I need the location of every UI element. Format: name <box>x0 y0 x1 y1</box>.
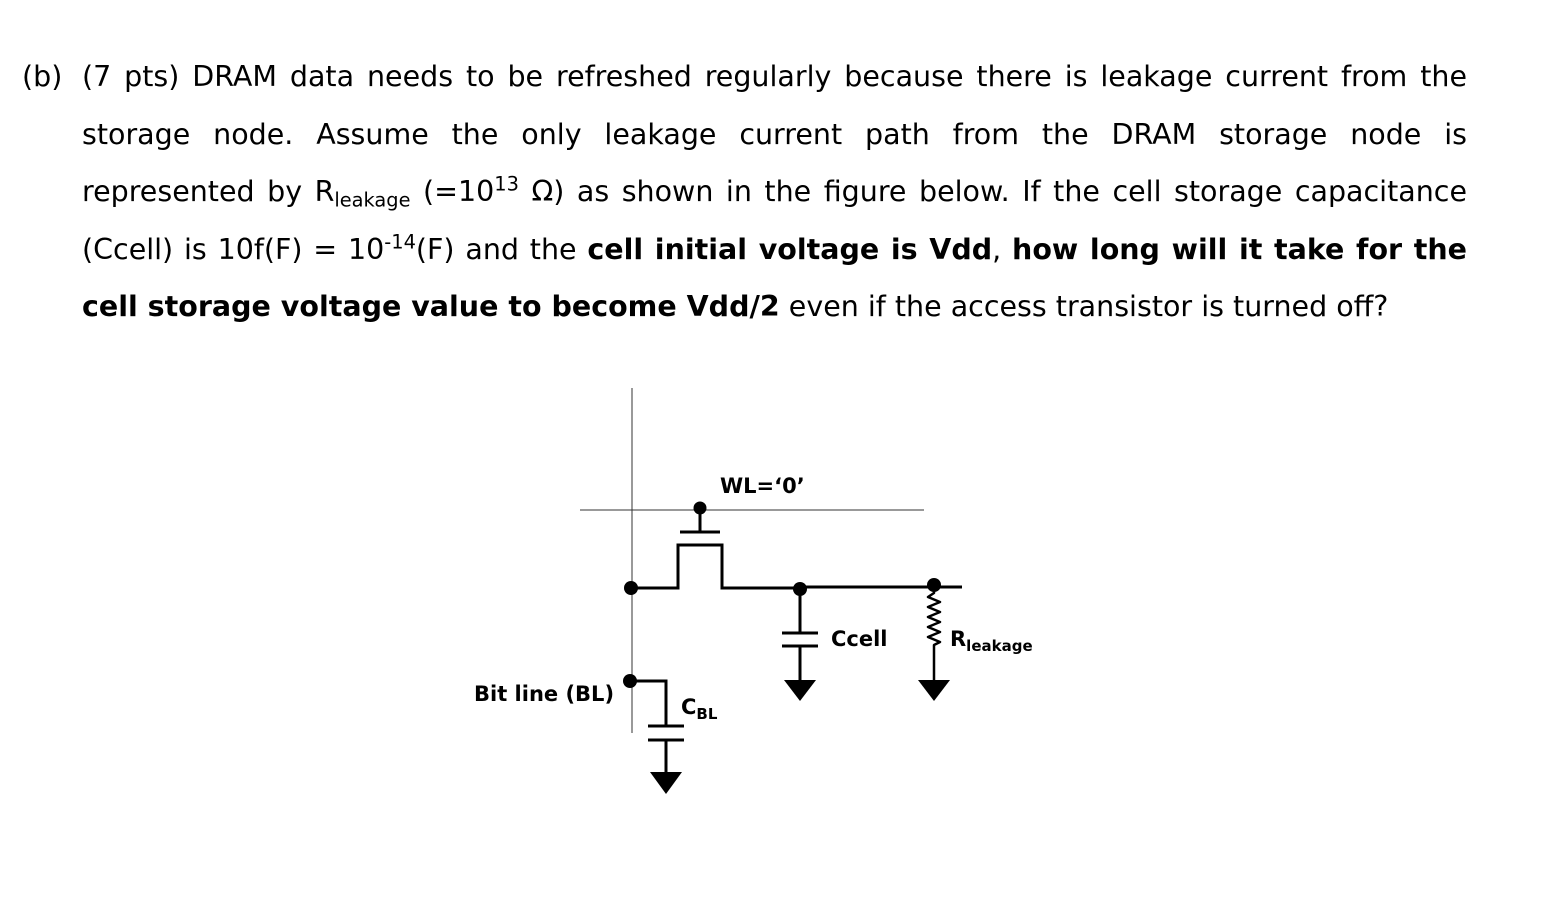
leakage-resistor <box>926 585 942 680</box>
c-exponent: -14 <box>384 229 416 253</box>
cell-ground-arrow <box>784 680 816 701</box>
bitline-node-dot <box>624 581 638 595</box>
rleakage-label-sub: leakage <box>966 637 1032 655</box>
rleakage-label: Rleakage <box>950 627 1033 655</box>
gate-node-dot <box>693 501 707 515</box>
r-exponent: 13 <box>494 172 519 196</box>
cell-capacitor <box>782 589 818 680</box>
bold-phrase-initial-voltage: cell initial voltage is Vdd <box>587 232 993 266</box>
bitline-capacitor <box>630 679 684 772</box>
leakage-ground-arrow <box>918 680 950 701</box>
cbl-label-main: C <box>681 695 696 719</box>
r-leakage-subscript: leakage <box>334 188 411 212</box>
problem-points: (7 pts) <box>82 60 180 93</box>
cbl-label-sub: BL <box>696 705 717 723</box>
access-transistor <box>632 508 800 590</box>
wordline-label: WL=‘0’ <box>720 474 805 498</box>
rleakage-label-main: R <box>950 627 966 651</box>
problem-text-6: even if the access transistor is turned … <box>779 290 1389 323</box>
problem-text-2: (=10 <box>410 175 495 208</box>
bitline-ground-arrow <box>650 772 682 794</box>
ccell-label: Ccell <box>831 627 888 651</box>
problem-text: (7 pts) DRAM data needs to be refreshed … <box>82 48 1467 336</box>
bold-phrase-question: how long will it take for the cell stora… <box>82 232 1468 324</box>
cbl-label: CBL <box>681 695 718 723</box>
problem-text-3: Ω) as shown in the figure below. If the … <box>82 175 1468 266</box>
problem-label: (b) <box>22 60 63 93</box>
problem-text-4: (F) and the <box>415 232 588 266</box>
problem-text-5: , <box>992 232 1013 266</box>
problem-text-1: DRAM data needs to be refreshed regularl… <box>82 60 1467 208</box>
bitline-label: Bit line (BL) <box>474 682 614 706</box>
problem-b: (b) (7 pts) DRAM data needs to be refres… <box>22 48 1467 336</box>
